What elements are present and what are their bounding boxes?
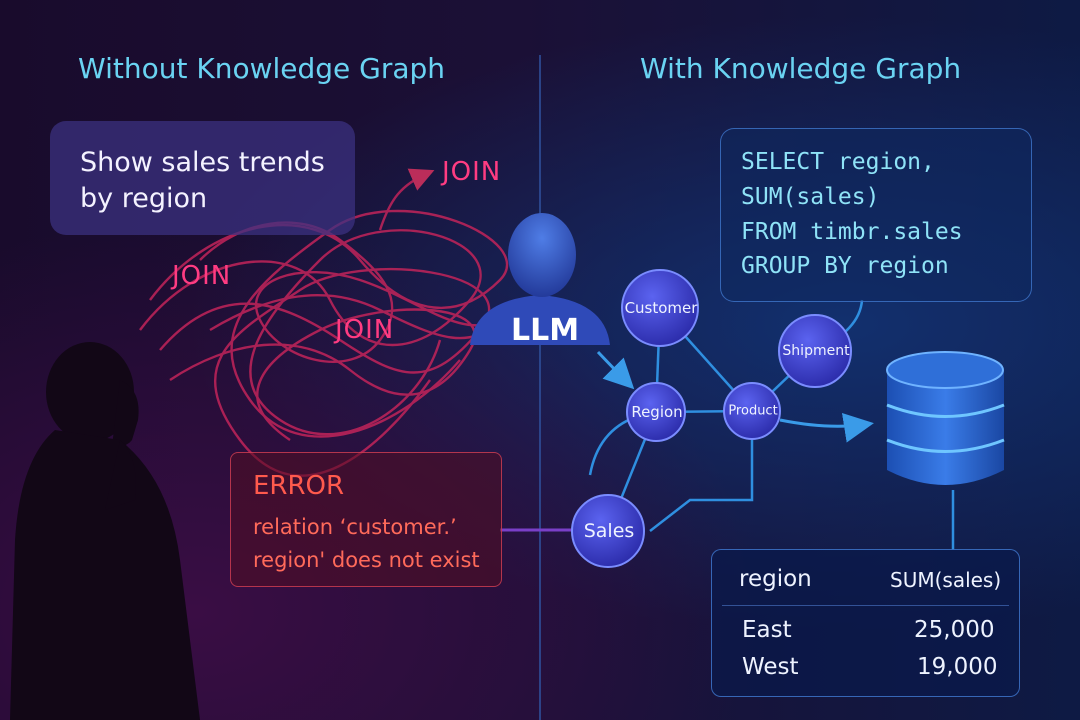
join-label: JOIN <box>335 315 394 345</box>
table-header-divider <box>722 605 1009 606</box>
graph-to-database-arrow <box>780 420 868 426</box>
sql-line: SELECT region, <box>741 149 935 175</box>
node-label-region: Region <box>631 403 682 421</box>
prompt-text: Show sales trends by region <box>80 145 350 217</box>
error-title: ERROR <box>253 471 344 501</box>
table-cell-region: East <box>742 617 792 643</box>
title-with-knowledge-graph: With Knowledge Graph <box>640 52 961 85</box>
prompt-bubble: Show sales trends by region <box>50 121 355 235</box>
llm-to-graph-arrow <box>598 352 630 385</box>
node-label-product: Product <box>728 404 777 419</box>
error-message: relation ‘customer.’ region' does not ex… <box>253 511 503 577</box>
person-silhouette-icon <box>10 342 200 720</box>
sql-query-box: SELECT region, SUM(sales) FROM timbr.sal… <box>720 128 1032 302</box>
node-label-shipment: Shipment <box>782 343 849 359</box>
database-icon <box>887 352 1004 485</box>
result-table: region SUM(sales) East 25,000 West 19,00… <box>711 549 1020 697</box>
sql-line: GROUP BY region <box>741 253 949 279</box>
sql-line: SUM(sales) <box>741 184 879 210</box>
table-header-region: region <box>739 566 812 592</box>
join-label: JOIN <box>442 157 501 187</box>
error-box: ERROR relation ‘customer.’ region' does … <box>230 452 502 587</box>
join-label: JOIN <box>172 261 231 291</box>
table-header-sum-sales: SUM(sales) <box>890 568 1001 592</box>
table-cell-sum: 25,000 <box>914 617 994 643</box>
sql-line: FROM timbr.sales <box>741 219 963 245</box>
llm-label: LLM <box>511 313 579 348</box>
node-label-sales: Sales <box>584 520 635 542</box>
node-label-customer: Customer <box>625 299 698 317</box>
table-cell-region: West <box>742 654 799 680</box>
title-without-knowledge-graph: Without Knowledge Graph <box>78 52 445 85</box>
table-cell-sum: 19,000 <box>917 654 997 680</box>
